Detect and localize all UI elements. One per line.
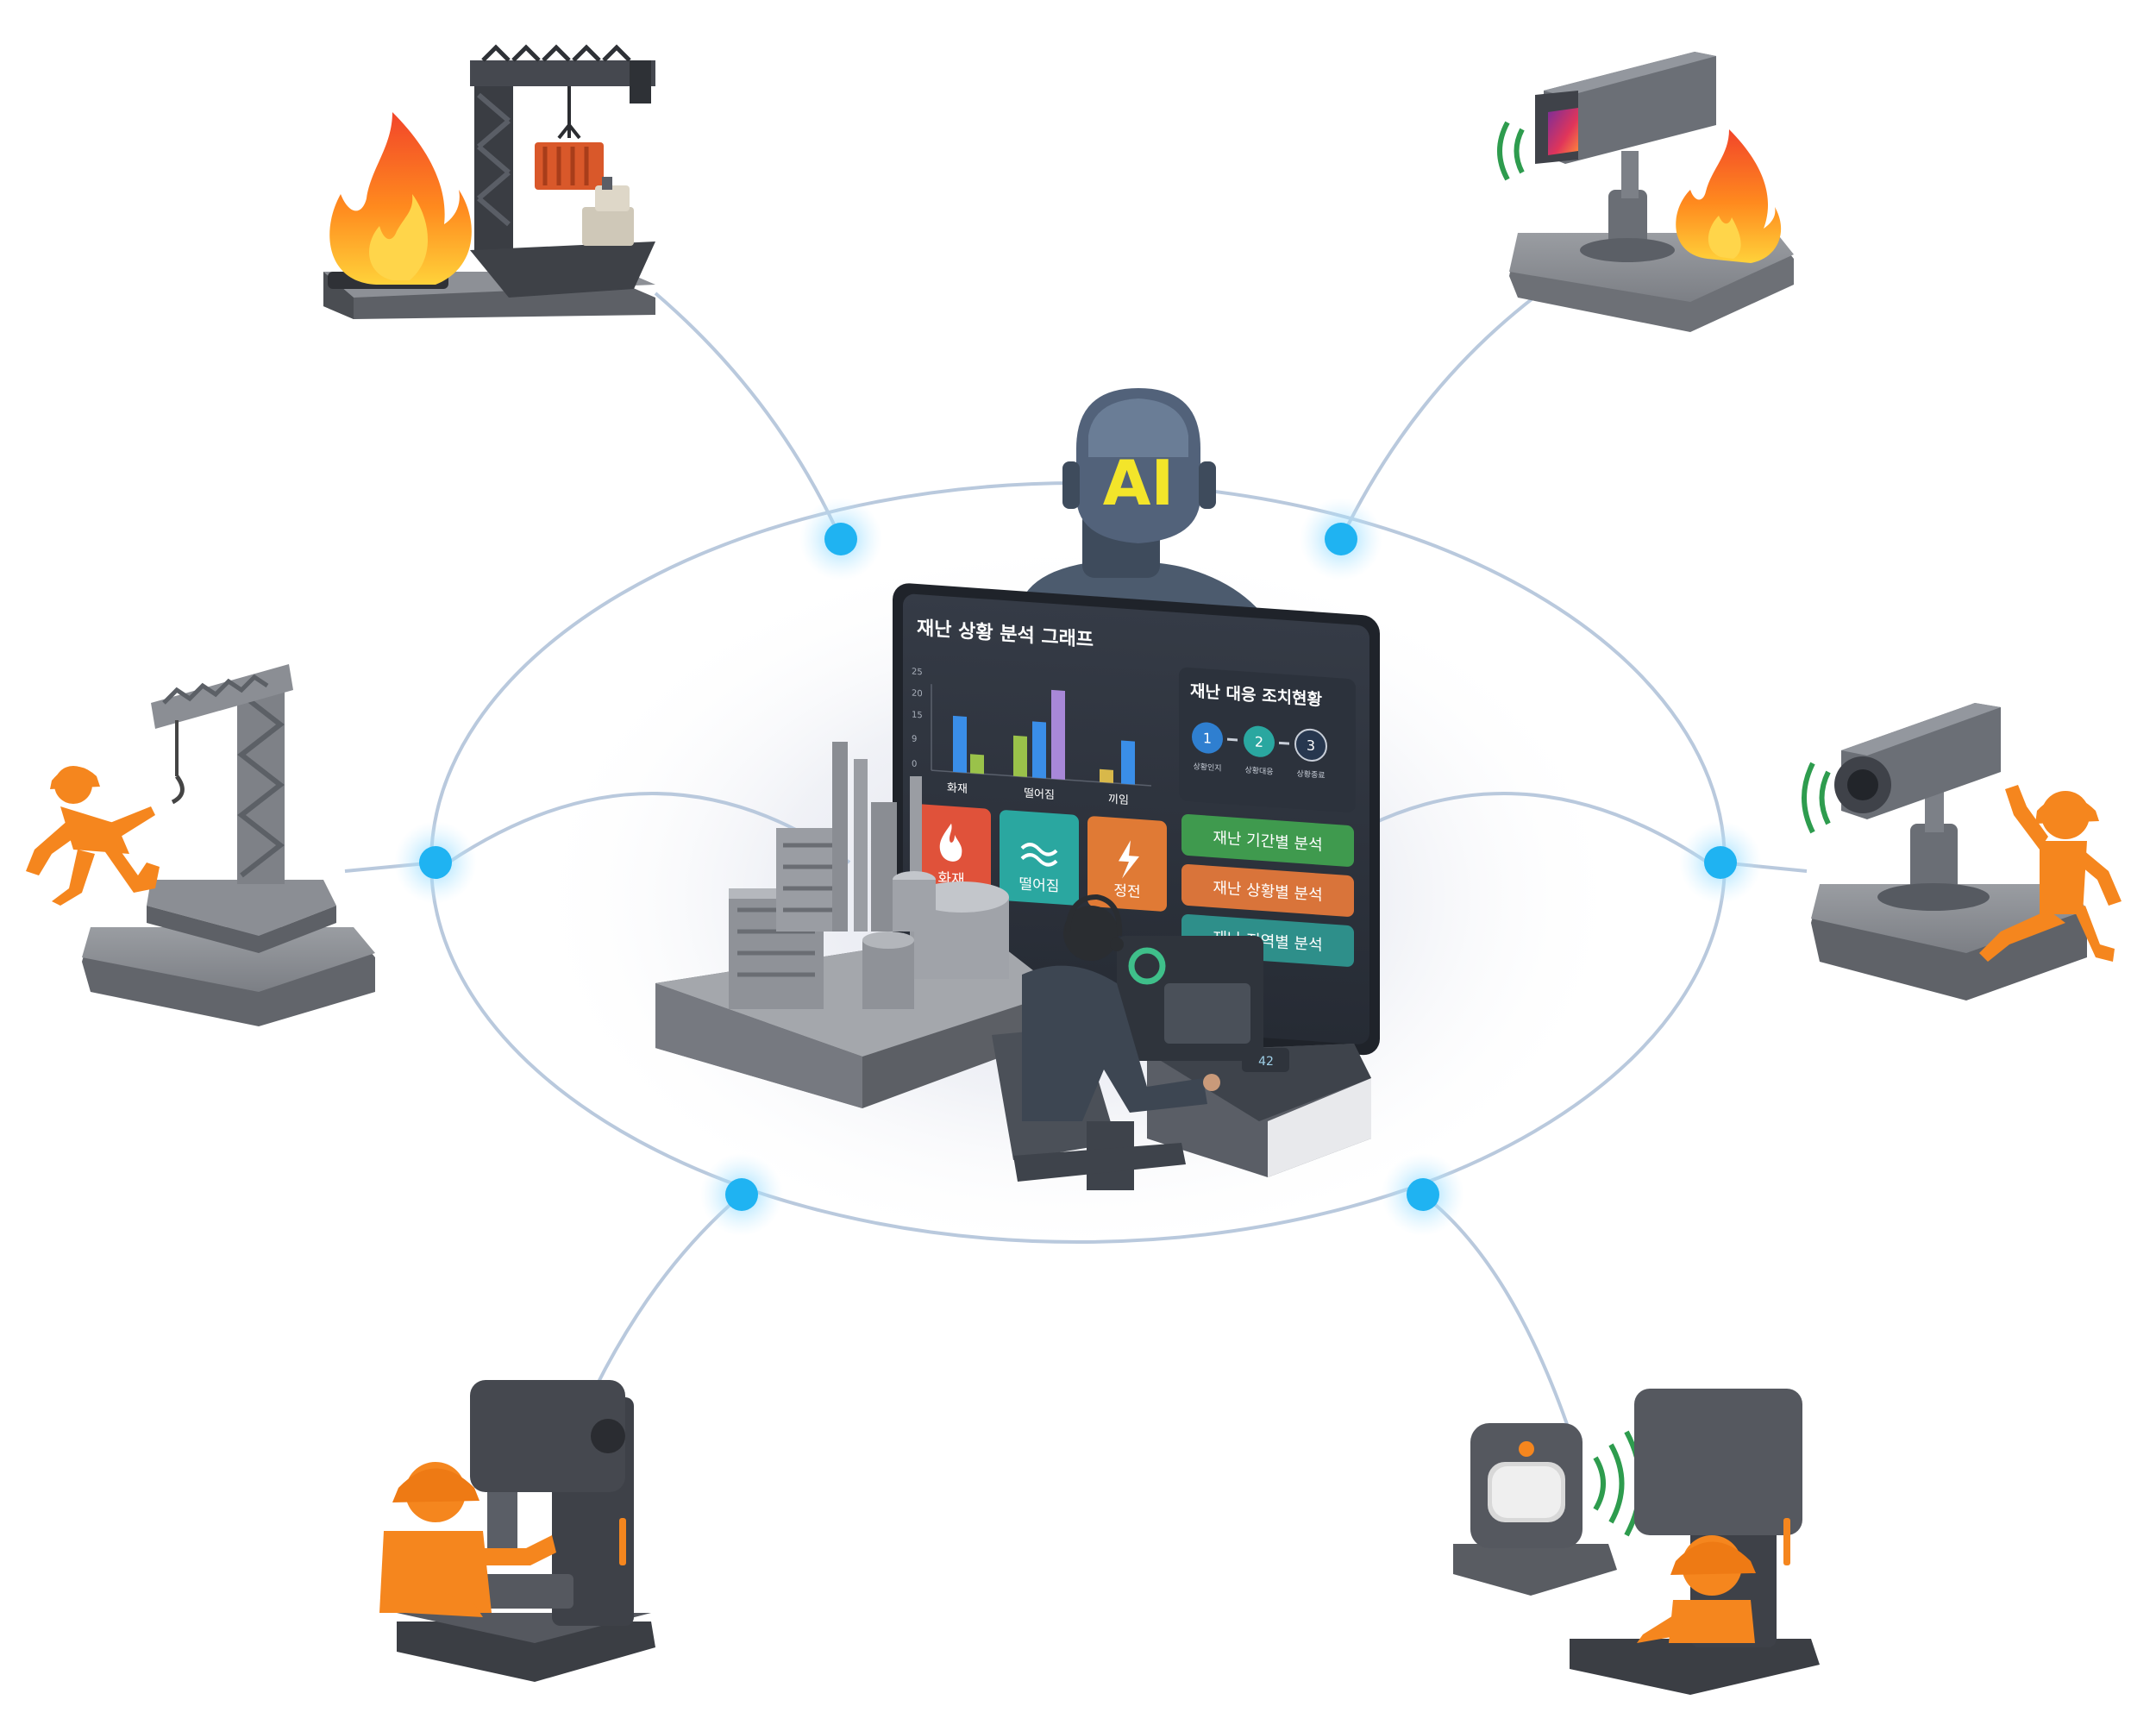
- sensor-operator-icon: [1637, 1535, 1756, 1643]
- motion-sensor-press-icon: [1453, 1389, 1820, 1695]
- step-3-circle: [1294, 728, 1327, 762]
- y-tick-1: 20: [912, 689, 923, 699]
- fire-icon: [939, 823, 962, 862]
- lightning-icon: [1119, 840, 1139, 879]
- donut-chart-icon: [1128, 947, 1166, 985]
- bar-7: [1121, 740, 1135, 785]
- category-label-0: 화재: [947, 781, 968, 796]
- response-status-panel: 재난 대응 조치현황 1 상황인지 2 상황대응 3 상황종료: [1179, 667, 1356, 812]
- step-2-circle: [1244, 725, 1275, 757]
- machine-operator-icon: [379, 1462, 556, 1617]
- tile-water-label: 떨어짐: [1019, 875, 1060, 895]
- crane-fire-icon: [323, 44, 655, 319]
- bar-2: [970, 754, 984, 775]
- step-arrow-1: [1227, 737, 1238, 742]
- bar-1: [953, 715, 967, 774]
- node-bottom-left[interactable]: [700, 1153, 783, 1236]
- tile-power-label: 정전: [1113, 882, 1140, 901]
- category-label-2: 끼임: [1108, 793, 1129, 807]
- step-1-number: 1: [1203, 730, 1212, 747]
- step-1-label: 상황인지: [1193, 762, 1221, 773]
- water-wave-icon: [1020, 843, 1058, 867]
- bar-chart: 25 20 15 9 0 화재 떨어짐 끼임: [912, 668, 1151, 807]
- link-top-right: [1339, 292, 1541, 540]
- node-right[interactable]: [1679, 821, 1762, 904]
- slipping-worker-icon: [1979, 785, 2122, 962]
- y-tick-0: 25: [912, 668, 923, 678]
- operator-console-icon: 42: [992, 894, 1371, 1190]
- cctv-fire-icon: [1497, 52, 1794, 332]
- press-machine-worker-icon: [379, 1380, 655, 1682]
- dashboard-monitor: 재난 상황 분석 그래프 25 20 15 9 0 화재 떨어짐 끼임 화재: [893, 583, 1380, 1056]
- node-top-left[interactable]: [799, 498, 882, 580]
- node-bottom-right[interactable]: [1382, 1153, 1464, 1236]
- bar-6: [1100, 768, 1113, 783]
- link-bottom-right: [1421, 1193, 1580, 1458]
- tile-power[interactable]: [1087, 816, 1167, 912]
- network-nodes: [394, 498, 1762, 1236]
- y-tick-2: 15: [912, 711, 923, 721]
- console-readout: 42: [1258, 1055, 1274, 1069]
- step-2-label: 상황대응: [1244, 766, 1273, 777]
- ai-label: AI: [1103, 447, 1175, 519]
- chemical-plant-icon: [655, 742, 1061, 1108]
- node-left[interactable]: [394, 821, 477, 904]
- situation-analysis-button[interactable]: [1181, 863, 1354, 917]
- bar-5: [1051, 689, 1065, 780]
- step-2-number: 2: [1255, 733, 1263, 750]
- link-top-left: [654, 292, 843, 540]
- bar-4: [1032, 721, 1046, 779]
- falling-worker-icon: [26, 766, 160, 906]
- step-3-label: 상황종료: [1296, 769, 1325, 781]
- period-analysis-button[interactable]: [1181, 813, 1354, 867]
- bar-3: [1013, 735, 1027, 777]
- node-top-right[interactable]: [1300, 498, 1382, 580]
- tower-crane-fall-icon: [26, 664, 375, 1026]
- y-tick-3: 9: [912, 735, 917, 744]
- step-3-number: 3: [1307, 737, 1315, 755]
- disaster-tiles: 화재 떨어짐 정전: [912, 804, 1167, 912]
- y-tick-4: 0: [912, 760, 917, 769]
- category-label-1: 떨어짐: [1024, 787, 1055, 802]
- cctv-fall-icon: [1802, 703, 2122, 1000]
- step-1-circle: [1192, 722, 1223, 754]
